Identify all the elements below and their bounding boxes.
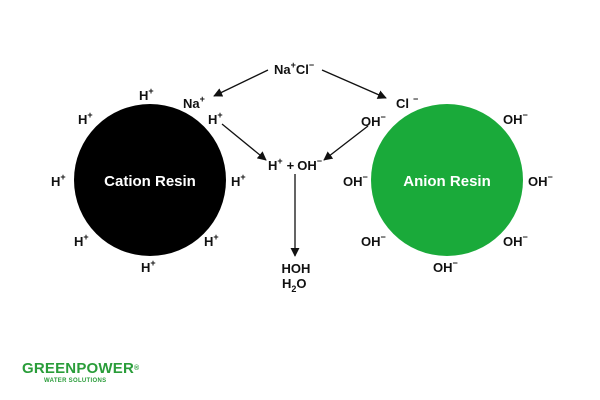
salt-label: Na+Cl−	[274, 60, 314, 77]
oh-ion: OH−	[361, 232, 386, 249]
h-ion: H+	[78, 110, 93, 127]
brand-logo: GREENPOWER® WATER SOLUTIONS	[22, 360, 140, 391]
oh-ion: OH−	[528, 172, 553, 189]
h-ion: H+	[141, 258, 156, 275]
arrow-salt-to-anion	[321, 69, 387, 99]
oh-ion: OH−	[361, 112, 386, 129]
reaction-ions: H++OH−	[268, 156, 322, 173]
cation-resin-label: Cation Resin	[104, 173, 196, 190]
anion-ion-group: Cl− OH− OH− OH− OH− OH− OH− OH−	[343, 94, 553, 275]
oh-ion: OH−	[503, 232, 528, 249]
brand-name: GREENPOWER®	[22, 360, 140, 377]
oh-ion: OH−	[503, 110, 528, 127]
h-ion: H+	[204, 232, 219, 249]
cl-ion: Cl−	[396, 94, 418, 111]
h-ion: H+	[74, 232, 89, 249]
water-product-hoh: HOH	[282, 261, 311, 276]
na-ion: Na+	[183, 94, 205, 111]
water-product-h2o: H2O	[282, 276, 307, 294]
h-ion: H+	[231, 172, 246, 189]
h-ion: H+	[139, 86, 154, 103]
anion-resin-circle	[371, 104, 523, 256]
anion-resin-label: Anion Resin	[403, 173, 491, 190]
arrow-h-release	[221, 123, 267, 161]
arrow-oh-release	[323, 125, 369, 161]
arrow-salt-to-cation	[213, 69, 269, 97]
cation-ion-group: H+ Na+ H+ H+ H+ H+ H+ H+ H+	[51, 86, 246, 275]
oh-ion: OH−	[343, 172, 368, 189]
brand-tagline: WATER SOLUTIONS	[44, 378, 107, 384]
cation-resin-circle	[74, 104, 226, 256]
h-ion: H+	[208, 110, 223, 127]
h-ion: H+	[51, 172, 66, 189]
oh-ion: OH−	[433, 258, 458, 275]
